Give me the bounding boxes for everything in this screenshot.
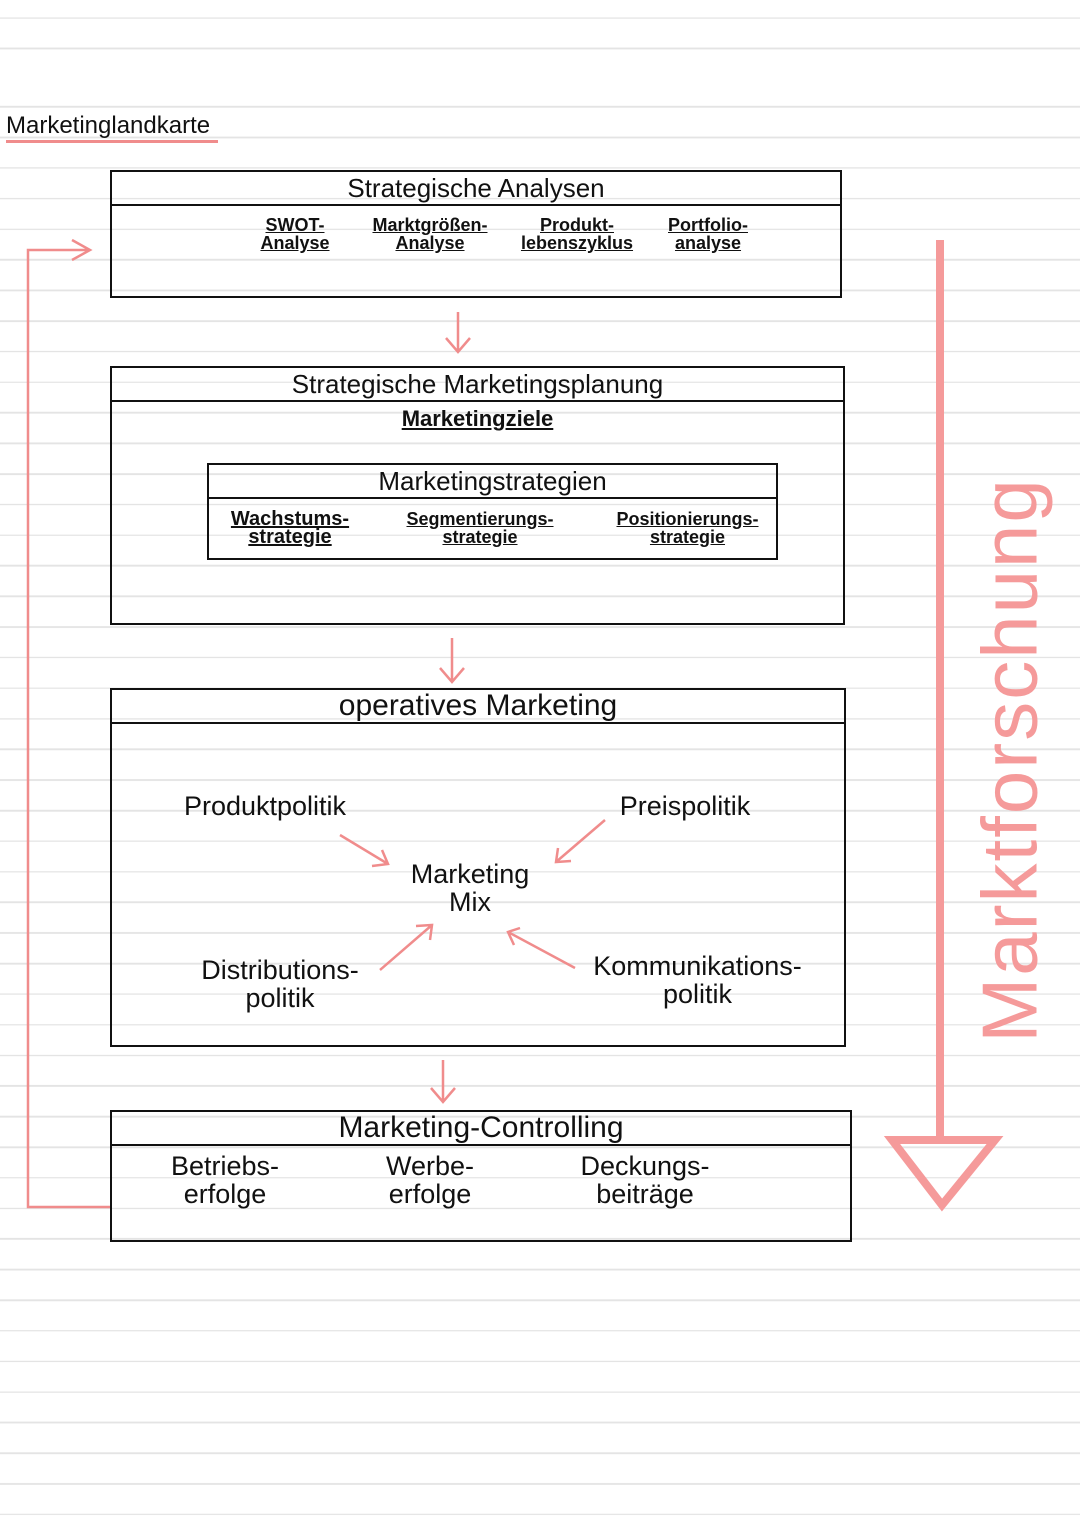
box-title: operatives Marketing — [112, 690, 844, 724]
box-operatives-marketing: operatives Marketing — [110, 688, 846, 1047]
box-title: Strategische Analysen — [112, 172, 840, 206]
feedback-loop-line — [26, 238, 110, 1209]
item-swot: SWOT-Analyse — [260, 215, 330, 253]
marketing-mix: Marketing Mix — [410, 859, 530, 917]
box-marketing-controlling: Marketing-Controlling — [110, 1110, 852, 1242]
produktpolitik: Produktpolitik — [183, 791, 347, 821]
item-betriebserfolge: Betriebs-erfolge — [170, 1151, 280, 1209]
item-deckungsbeitraege: Deckungs-beiträge — [580, 1151, 710, 1209]
kommunikationspolitik: Kommunikations-politik — [593, 951, 802, 1009]
item-produktlebenszyklus: Produkt-lebenszyklus — [520, 215, 634, 253]
item-segmentierung: Segmentierungs-strategie — [406, 509, 554, 547]
box-title: Strategische Marketingsplanung — [112, 368, 843, 402]
box-marketingstrategien: Marketingstrategien — [207, 463, 778, 560]
marktforschung-label: Marktforschung — [965, 477, 1054, 1043]
preispolitik: Preispolitik — [619, 791, 751, 821]
item-marktgroessen: Marktgrößen-Analyse — [372, 215, 488, 253]
item-positionierung: Positionierungs-strategie — [616, 509, 759, 547]
marketingziele: Marketingziele — [401, 406, 554, 431]
page-title: Marketinglandkarte — [6, 112, 219, 143]
marktforschung-arrow — [883, 240, 1004, 1212]
flow-arrows — [339, 312, 606, 1104]
item-portfolio: Portfolio-analyse — [668, 215, 748, 253]
box-title: Marketing-Controlling — [112, 1112, 850, 1146]
box-title: Marketingstrategien — [209, 465, 776, 499]
item-werbeerfolge: Werbe-erfolge — [385, 1151, 475, 1209]
distributionspolitik: Distributions-politik — [201, 955, 359, 1013]
box-strategische-analysen: Strategische Analysen — [110, 170, 842, 298]
item-wachstum: Wachstums-strategie — [230, 508, 350, 548]
box-strategische-planung: Strategische Marketingsplanung Marketing… — [110, 366, 845, 625]
